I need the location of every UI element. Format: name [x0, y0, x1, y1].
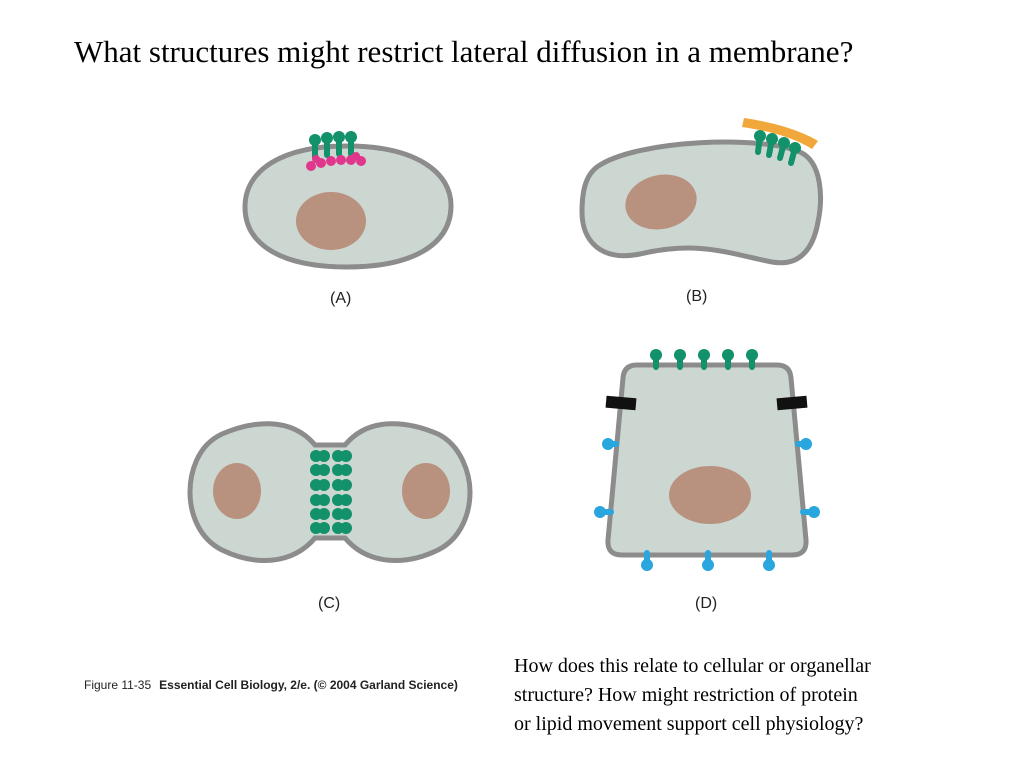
anchor-protein: [326, 156, 336, 166]
membrane-protein: [722, 349, 734, 370]
panel-c-cells: [187, 421, 473, 563]
panel-c: (C): [187, 421, 473, 612]
junction-protein-row: [310, 522, 352, 534]
panel-c-junction-proteins: [310, 450, 352, 534]
panel-a-anchoring-proteins: [306, 152, 366, 171]
tight-junction-left: [605, 395, 637, 411]
junction-protein-row: [310, 464, 352, 476]
junction-protein-row: [310, 494, 352, 506]
figure-source: Essential Cell Biology, 2/e. (© 2004 Gar…: [159, 678, 458, 692]
panel-b-nucleus: [625, 174, 697, 230]
membrane-protein: [309, 134, 321, 160]
membrane-protein: [641, 550, 653, 571]
figure-number: Figure 11-35: [84, 678, 152, 692]
membrane-protein: [795, 438, 812, 450]
membrane-protein: [650, 349, 662, 370]
membrane-protein: [333, 131, 345, 157]
anchor-protein: [306, 161, 316, 171]
extracellular-matrix: [742, 118, 818, 149]
membrane-protein: [777, 137, 790, 161]
membrane-protein: [763, 550, 775, 571]
panel-c-left-nucleus: [213, 463, 261, 519]
membrane-protein: [321, 132, 333, 158]
slide-title: What structures might restrict lateral d…: [74, 34, 854, 69]
panel-d-basolateral-proteins: [594, 438, 820, 571]
panel-a-nucleus: [296, 192, 366, 250]
anchor-protein: [352, 152, 360, 160]
question-line: structure? How might restriction of prot…: [514, 684, 858, 706]
membrane-protein: [594, 506, 614, 518]
panel-d-apical-proteins: [650, 349, 758, 370]
junction-protein-row: [310, 508, 352, 520]
panel-a: (A): [242, 131, 454, 307]
junction-protein-row: [310, 450, 352, 462]
discussion-question: How does this relate to cellular or orga…: [514, 652, 1014, 739]
membrane-protein: [702, 550, 714, 571]
panel-c-right-nucleus: [402, 463, 450, 519]
membrane-protein: [345, 131, 357, 157]
tight-junction-right: [776, 395, 808, 411]
membrane-protein: [800, 506, 820, 518]
question-line: or lipid movement support cell physiolog…: [514, 713, 864, 735]
panel-a-green-proteins: [309, 131, 357, 160]
membrane-protein: [766, 133, 778, 158]
membrane-protein: [602, 438, 619, 450]
panel-b-label: (B): [686, 288, 707, 305]
membrane-protein: [788, 142, 801, 166]
panel-d-cell: [605, 362, 809, 558]
panel-d-nucleus: [669, 466, 751, 524]
panel-b-cell: [579, 139, 823, 266]
panel-b-green-proteins: [754, 130, 801, 166]
panel-d-label: (D): [695, 595, 717, 612]
junction-protein-row: [310, 479, 352, 491]
question-line: How does this relate to cellular or orga…: [514, 655, 871, 677]
figure-caption: Figure 11-35 Essential Cell Biology, 2/e.…: [84, 677, 458, 693]
membrane-protein: [674, 349, 686, 370]
panel-b: (B): [579, 118, 823, 305]
anchor-protein: [336, 155, 346, 165]
membrane-protein: [754, 130, 766, 155]
membrane-protein: [746, 349, 758, 370]
panel-a-label: (A): [330, 290, 351, 307]
membrane-protein: [698, 349, 710, 370]
panel-d: (D): [594, 349, 820, 612]
anchor-protein: [312, 155, 320, 163]
panel-c-label: (C): [318, 595, 340, 612]
